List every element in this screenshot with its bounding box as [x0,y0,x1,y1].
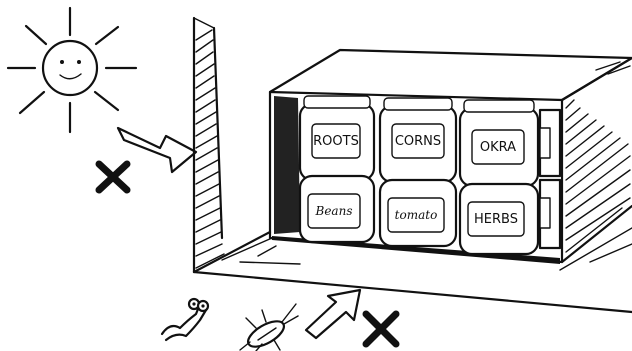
jar-corns: CORNS [380,98,456,182]
cockroach-icon [240,304,298,351]
no-sunlight-cross-icon [99,164,127,190]
jar-label-tomato: tomato [395,208,438,222]
jar-label-beans: Beans [315,204,353,218]
wall [194,18,224,272]
jar-roots: ROOTS [300,96,374,180]
jar-label-roots: ROOTS [313,134,359,149]
jar-herbs: HERBS [460,184,538,254]
jar-label-okra: OKRA [480,140,516,155]
jar-beans: Beans [300,176,374,242]
jar-label-herbs: HERBS [474,212,518,227]
sun-icon [8,8,136,132]
jar-okra: OKRA [460,100,538,186]
jar-partial-bottom [540,180,560,248]
jar-partial-top [540,110,560,176]
no-pests-cross-icon [366,314,396,344]
jar-tomato: tomato [380,180,456,246]
pest-arrow-icon [306,290,360,338]
worm-icon [162,299,208,340]
jar-label-corns: CORNS [395,134,441,149]
